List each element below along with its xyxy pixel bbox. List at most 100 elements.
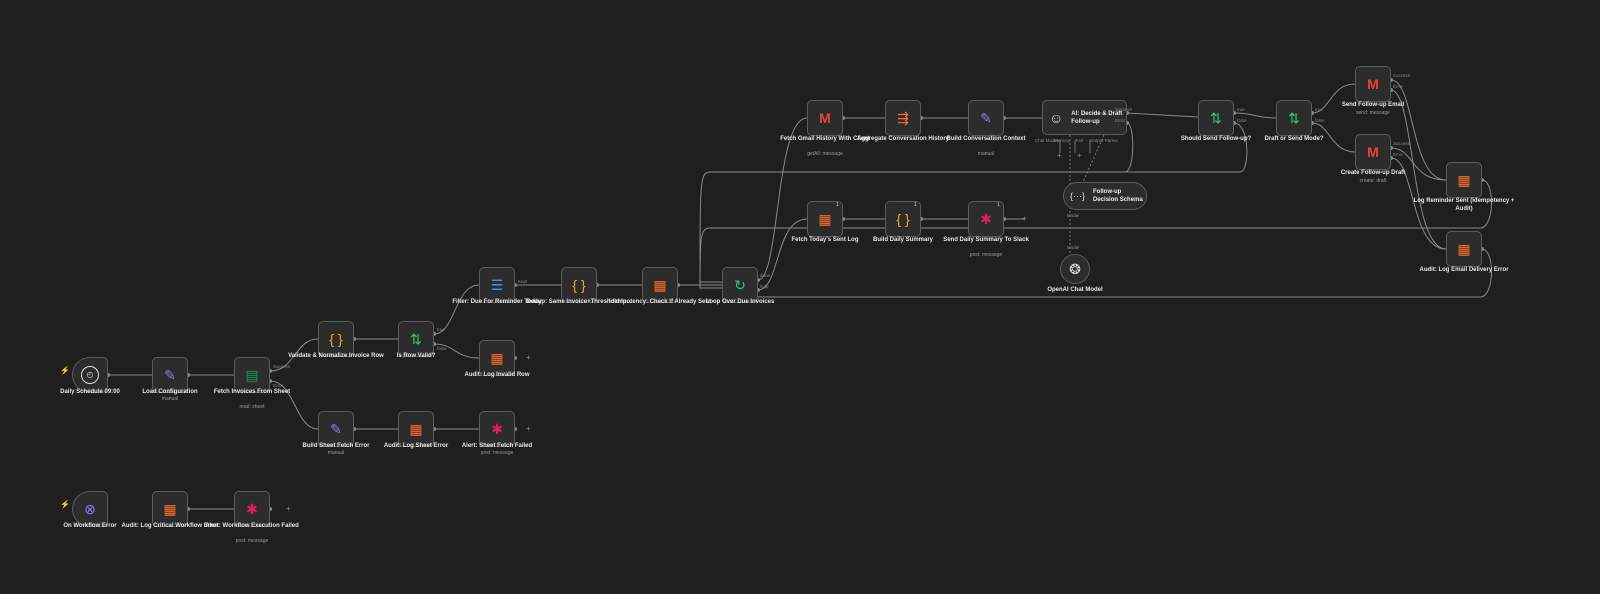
alert-sheet-fail-node[interactable]: ✱ [479,411,515,447]
item-count-badge: 1 [836,202,839,208]
aggregate-node[interactable]: ⇶ [885,100,921,136]
audit-invalid-node[interactable]: ▦ [479,340,515,376]
table-icon: ▦ [163,501,177,517]
decision-schema-label: Follow-up Decision Schema [1093,189,1143,203]
port-label-loop: loop [760,284,769,289]
audit-email-error-node[interactable]: ▦ [1446,231,1482,267]
port-label-kept: Kept [518,279,528,284]
edge [1311,122,1356,153]
edge [269,338,319,372]
edge [1390,157,1447,250]
table-icon: ▦ [653,277,667,293]
is-row-valid-node[interactable]: ⇅ [398,321,434,357]
load-configuration-label: Load Configuration [142,389,198,395]
loop-over-label: Loop Over Due Invoices [705,299,775,305]
add-node-plus-icon[interactable]: + [526,424,531,433]
audit-email-error-label: Audit: Log Email Delivery Error [1419,267,1509,273]
alert-workflow-fail-node[interactable]: ✱ [234,491,270,527]
port-label-tool: Tool [1075,138,1084,143]
aggregate-icon: ⇶ [897,110,909,126]
idempotency-node[interactable]: ▦ [642,267,678,303]
fetch-sent-log-node[interactable]: ▦ [807,201,843,237]
edge [699,122,1248,283]
dedup-label: Dedup: Same Invoice+Threshold In... [526,299,632,305]
port-label-success: Success [1115,107,1133,112]
table-icon: ▦ [818,211,832,227]
validate-node[interactable]: { } [318,321,354,357]
edge [757,218,808,291]
code-icon: { } [896,211,910,227]
build-context-label: Build Conversation Context [946,136,1026,142]
on-workflow-error-node[interactable]: ⊗ [72,491,108,527]
is-row-valid-label: Is Row Valid? [396,353,436,359]
edge [757,117,808,281]
dedup-node[interactable]: { } [561,267,597,303]
port-label-done: done [760,273,771,278]
build-context-node[interactable]: ✎ [968,100,1004,136]
table-icon: ▦ [490,350,504,366]
add-memory-plus-icon[interactable]: + [1057,151,1062,160]
port-label-success: Success [273,364,291,369]
if-icon: ⇅ [410,331,422,347]
draft-or-send-label: Draft or Send Mode? [1264,136,1324,142]
ai-decide-node[interactable]: ☺ AI: Decide & Draft Follow-up [1042,100,1127,135]
fetch-invoices-label: Fetch Invoices From Sheet [213,389,291,395]
daily-schedule-node[interactable]: ◴ [72,357,108,393]
send-email-node[interactable]: M [1355,66,1391,102]
gmail-icon: M [819,110,831,126]
daily-schedule-label: Daily Schedule 09:00 [60,389,120,395]
port-label-true: true [1315,107,1323,112]
filter-due-node[interactable]: ☰ [479,267,515,303]
audit-critical-node[interactable]: ▦ [152,491,188,527]
idempotency-label: Idempotency: Check If Already Sent [608,299,712,305]
log-reminder-node[interactable]: ▦ [1446,162,1482,198]
loop-over-node[interactable]: ↻ [722,267,758,303]
trigger-bolt-icon: ⚡ [60,500,70,509]
edge [1082,134,1105,183]
port-label-error: Error [1115,118,1125,123]
create-draft-node[interactable]: M [1355,134,1391,170]
decision-schema-node[interactable]: {⋯} Follow-up Decision Schema [1063,182,1147,210]
port-label-true: true [437,327,445,332]
fetch-gmail-node[interactable]: M [807,100,843,136]
edge [269,380,319,430]
loop-icon: ↻ [734,277,746,293]
item-count-badge: 1 [914,202,917,208]
audit-sheet-error-node[interactable]: ▦ [398,411,434,447]
gmail-icon: M [1367,76,1379,92]
port-label-output-parser: Output Parser [1090,138,1119,143]
table-icon: ▦ [1457,241,1471,257]
send-summary-node[interactable]: ✱ [968,201,1004,237]
port-label-false: false [1315,118,1325,123]
google-sheets-icon: ▤ [245,367,259,383]
build-sheet-error-node[interactable]: ✎ [318,411,354,447]
fetch-gmail-sub: getAll: message [807,151,843,157]
port-label-chat-model: Chat Model [1035,138,1059,143]
load-configuration-sub: manual [161,396,179,402]
build-summary-node[interactable]: { } [885,201,921,237]
edge [699,179,1492,289]
table-icon: ▦ [409,421,423,437]
port-label-false: false [437,346,447,351]
openai-model-node[interactable]: ❂ [1060,254,1090,284]
build-summary-label: Build Daily Summary [872,237,934,243]
alert-sheet-fail-sub: post: message [480,450,514,456]
load-configuration-node[interactable]: ✎ [152,357,188,393]
draft-or-send-node[interactable]: ⇅ [1276,100,1312,136]
filter-due-label: Filter: Due For Reminder Today [452,299,542,305]
audit-sheet-error-label: Audit: Log Sheet Error [383,443,449,449]
add-node-plus-icon[interactable]: + [286,504,291,513]
should-send-node[interactable]: ⇅ [1198,100,1234,136]
create-draft-sub: create: draft [1359,178,1387,184]
code-icon: { } [572,277,586,293]
slack-icon: ✱ [980,211,992,227]
fetch-invoices-node[interactable]: ▤ [234,357,270,393]
add-tool-plus-icon[interactable]: + [1077,151,1082,160]
add-node-plus-icon[interactable]: + [526,353,531,362]
port-label-error: Error [1393,152,1403,157]
add-node-plus-icon[interactable]: + [1022,214,1027,223]
edge [433,284,480,335]
alert-workflow-fail-sub: post: message [235,538,269,544]
